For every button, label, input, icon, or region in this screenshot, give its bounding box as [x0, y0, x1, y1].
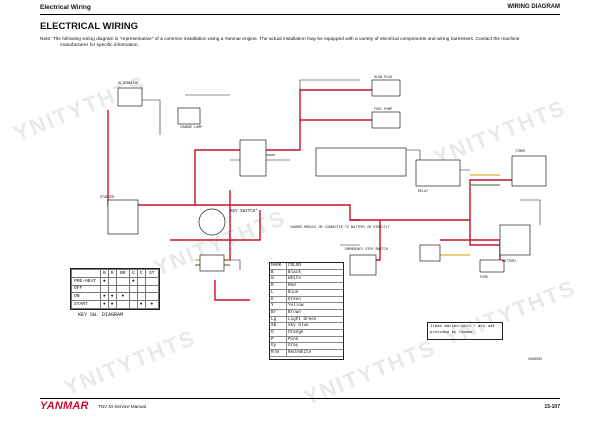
starter-label: STARTER [100, 196, 114, 200]
legend-color: Pink [286, 336, 343, 344]
legend-color: Black [286, 269, 343, 277]
timer-module-icon [511, 155, 547, 187]
main-harness-wires [107, 89, 520, 301]
legend-color: Red [286, 282, 343, 290]
emergency-switch-icon [349, 254, 377, 276]
footer-rule [40, 398, 560, 399]
keysw-header: C [136, 269, 146, 278]
charge-lamp-icon [177, 107, 201, 125]
legend-mark: L [270, 289, 287, 297]
key-switch-icon [198, 208, 226, 236]
keysw-header: BR [115, 269, 130, 278]
legend-mark: O [270, 329, 287, 337]
sensor-icon [419, 244, 441, 262]
legend-color: Brown [286, 309, 343, 317]
battery-label: BATTERY [502, 260, 516, 264]
legend-color: White [286, 275, 343, 284]
page-title: ELECTRICAL WIRING [40, 21, 138, 32]
alternator-icon [117, 87, 143, 107]
page-header: Electrical Wiring WIRING DIAGRAM [40, 2, 560, 14]
legend-color: Blue [286, 289, 343, 297]
header-rule [40, 14, 560, 15]
charge-lamp-label: CHARGE LAMP [180, 126, 202, 130]
battery-icon [499, 224, 531, 256]
legend-mark: W [270, 275, 287, 284]
keysw-header: ST [144, 269, 159, 278]
header-chapter-title: WIRING DIAGRAM [507, 4, 560, 10]
keysw-row-label: OFF [71, 284, 101, 294]
legend-color: Red/White [286, 349, 343, 357]
starter-motor-icon [107, 199, 139, 235]
fuel-pump-icon [371, 111, 401, 129]
keysw-header: R [107, 269, 117, 278]
yanmar-logo: YANMAR [40, 400, 89, 412]
legend-mark: R/W [270, 349, 287, 357]
keysw-header [71, 269, 101, 278]
charge-module-label: CHARGE MODULE OR CONNECTED TO BATTERY OR… [290, 226, 390, 230]
page-number: 15-107 [544, 404, 560, 410]
legend-mark: P [270, 336, 287, 344]
legend-mark: G [270, 296, 287, 304]
keysw-row-label: ON [71, 292, 101, 302]
keysw-row-label: PRE-HEAT [71, 276, 101, 286]
legend-color: Gray [286, 342, 343, 351]
legend-mark: Gy [270, 342, 287, 351]
legend-color: Light Green [286, 316, 343, 324]
legend-mark: Sb [270, 322, 287, 331]
legend-color: Sky blue [286, 322, 343, 331]
key-switch-caption: KEY SW. DIAGRAM [78, 312, 124, 318]
legend-mark: Y [270, 302, 287, 310]
glow-plug-icon [371, 79, 401, 97]
legend-mark: Br [270, 309, 287, 317]
key-switch-label: KEY SWITCH* [230, 209, 258, 214]
timer-label: TIMER [515, 150, 525, 154]
legend-header-mark: MARK [270, 263, 287, 270]
timer-icon [199, 254, 225, 272]
legend-color: Orange [286, 329, 343, 337]
fuse-label: FUSE [480, 276, 488, 280]
fuel-pump-label: FUEL PUMP [374, 108, 392, 112]
legend-mark: Lg [270, 316, 287, 324]
not-provided-note: Items marked with * are not provided by … [427, 322, 503, 340]
note-paragraph: Note: The following wiring diagram is "r… [40, 37, 560, 49]
alternator-label: ALTERNATOR [118, 82, 138, 86]
keysw-header: G [128, 269, 138, 278]
note-line-2: manufacturer for specific information. [60, 43, 139, 48]
header-section-title: Electrical Wiring [40, 4, 91, 11]
legend-color: Yellow [286, 302, 343, 310]
legend-header-color: COLOR [286, 263, 343, 270]
relay-block-icon [415, 159, 461, 187]
legend-color: Green [286, 296, 343, 304]
key-switch-table: B R BR G C ST PRE-HEAT●● OFF ON●●● START… [70, 268, 160, 310]
glow-plug-label: GLOW PLUG [374, 76, 392, 80]
keysw-row-label: START [71, 300, 101, 309]
note-line-1: Note: The following wiring diagram is "r… [40, 37, 520, 42]
fuse-icon [479, 259, 505, 273]
keysw-header: B [100, 269, 109, 278]
diagram-labels: KEY SWITCH* CHARGE LAMP CHARGE MODULE OR… [100, 76, 542, 362]
starter-relay-icon [315, 147, 407, 177]
legend-mark: R [270, 282, 287, 290]
emergency-label: EMERGENCY STOP SWITCH [345, 248, 388, 252]
connector-block-icon [239, 139, 267, 177]
legend-mark: B [270, 269, 287, 277]
manual-name: TNV DI Service Manual [98, 404, 146, 409]
components [107, 79, 547, 276]
drawing-number: 30A0085 [528, 358, 542, 362]
relay-label: RELAY [418, 190, 428, 194]
